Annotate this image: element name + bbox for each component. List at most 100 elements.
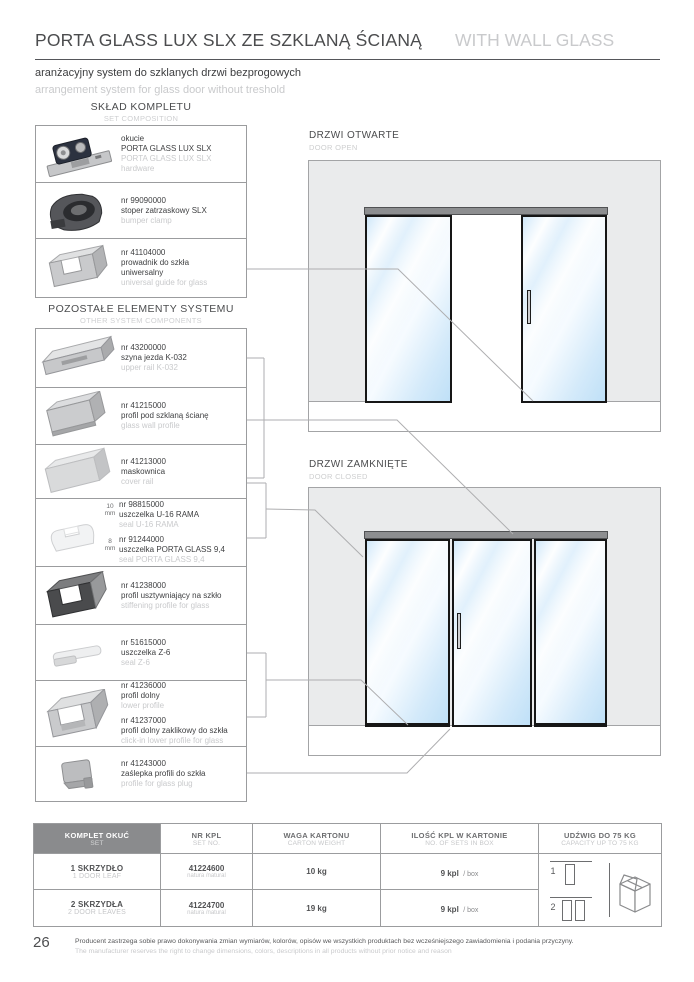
open-diagram-top-rail xyxy=(364,207,608,215)
spec-table: KOMPLET OKUĆ SET NR KPL SET NO. WAGA KAR… xyxy=(33,823,662,927)
other-list-title: POZOSTAŁE ELEMENTY SYSTEMU xyxy=(48,303,234,315)
header-set: KOMPLET OKUĆ SET xyxy=(33,823,161,854)
component-row-hardware: okucie PORTA GLASS LUX SLX PORTA GLASS L… xyxy=(36,126,246,183)
capacity-divider xyxy=(608,863,610,917)
closed-diagram-title-en: DOOR CLOSED xyxy=(309,472,368,481)
closed-sliding-door xyxy=(452,539,532,727)
closed-fixed-glass-right xyxy=(534,539,607,727)
open-fixed-glass-left xyxy=(365,215,452,403)
component-name: okucie PORTA GLASS LUX SLX xyxy=(121,134,212,153)
header-sets-in-box: ILOŚĆ KPL W KARTONIE NO. OF SETS IN BOX xyxy=(380,823,539,854)
set-name-en: 1 DOOR LEAF xyxy=(72,872,122,880)
glass-plug-photo xyxy=(36,747,121,801)
footer-note-pl: Producent zastrzega sobie prawo dokonywa… xyxy=(75,938,574,945)
component-name: nr 98815000 uszczelka U-16 RAMA xyxy=(119,500,200,519)
wall-profile-photo xyxy=(36,388,121,444)
closed-diagram-title: DRZWI ZAMKNIĘTE xyxy=(309,459,408,470)
closed-diagram-floor xyxy=(309,725,660,755)
component-name-en: bumper clamp xyxy=(121,215,172,225)
component-row-stopper: nr 99090000 stoper zatrzaskowy SLX bumpe… xyxy=(36,183,246,239)
component-row-cover-rail: nr 41213000 maskownica cover rail xyxy=(36,445,246,499)
component-row-seal-z6: nr 51615000 uszczelka Z-6 seal Z-6 xyxy=(36,625,246,681)
component-name: nr 43200000 szyna jezda K-032 xyxy=(121,343,187,362)
one-leaf-icon: 1 xyxy=(548,857,602,887)
component-name-en: seal Z-6 xyxy=(121,657,150,667)
set-number: 41224600 xyxy=(188,864,225,873)
leaf-count: 1 xyxy=(550,866,556,876)
component-name: nr 41237000 profil dolny zaklikowy do sz… xyxy=(121,716,228,735)
subtitle-pl: aranżacyjny system do szklanych drzwi be… xyxy=(35,67,301,79)
component-name: nr 41215000 profil pod szklaną ścianę xyxy=(121,401,209,420)
carton-icon xyxy=(618,874,651,913)
header-carton-weight: WAGA KARTONU CARTON WEIGHT xyxy=(252,823,381,854)
component-row-glass-plug: nr 41243000 zaślepka profili do szkła pr… xyxy=(36,747,246,801)
footer-note-en: The manufacturer reserves the right to c… xyxy=(75,948,452,955)
seal-thickness-label: 10 mm xyxy=(104,503,116,517)
carton-weight: 19 kg xyxy=(306,903,327,913)
component-name: nr 41104000 prowadnik do szkła uniwersal… xyxy=(121,248,190,277)
component-name: nr 51615000 uszczelka Z-6 xyxy=(121,637,171,657)
component-row-lower-profile: nr 41236000 profil dolny lower profile n… xyxy=(36,681,246,747)
open-diagram-floor xyxy=(309,401,660,431)
page-title-english: WITH WALL GLASS xyxy=(455,30,615,50)
component-name-en: cover rail xyxy=(121,476,154,486)
door-handle xyxy=(457,613,461,649)
open-sliding-door xyxy=(521,215,607,403)
leaf-count: 2 xyxy=(550,902,556,912)
glass-guide-photo xyxy=(36,239,121,297)
other-list-title-en: OTHER SYSTEM COMPONENTS xyxy=(80,316,202,325)
set-list-title-en: SET COMPOSITION xyxy=(103,114,179,123)
open-doorway-gap xyxy=(452,215,521,403)
sets-in-box: 9 kpl xyxy=(440,868,459,878)
lower-profile-photo xyxy=(36,681,121,746)
seal-u16-photo xyxy=(36,499,121,566)
component-name-en: stiffening profile for glass xyxy=(121,600,210,610)
upper-rail-photo xyxy=(36,329,121,387)
component-name-en: seal PORTA GLASS 9,4 xyxy=(119,555,205,564)
header-capacity: UDŹWIG DO 75 KG CAPACITY UP TO 75 KG xyxy=(538,823,662,854)
component-name-en: upper rail K-032 xyxy=(121,363,178,372)
component-name: nr 41238000 profil usztywniający na szkł… xyxy=(121,580,222,600)
component-row-upper-rail: nr 43200000 szyna jezda K-032 upper rail… xyxy=(36,329,246,388)
open-diagram-title: DRZWI OTWARTE xyxy=(309,130,400,141)
set-name: 1 SKRZYDŁO xyxy=(70,863,124,873)
component-name-en: PORTA GLASS LUX SLX hardware xyxy=(121,154,212,173)
page-number: 26 xyxy=(33,934,50,951)
closed-fixed-glass-left xyxy=(365,539,450,727)
subtitle-en: arrangement system for glass door withou… xyxy=(35,84,286,96)
sets-in-box-unit: / box xyxy=(463,907,479,914)
component-row-seals: 10 mm nr 98815000 uszczelka U-16 RAMA se… xyxy=(36,499,246,567)
component-name: nr 41213000 maskownica xyxy=(121,456,166,476)
seal-z6-photo xyxy=(36,625,121,680)
component-row-guide: nr 41104000 prowadnik do szkła uniwersal… xyxy=(36,239,246,297)
page-title: PORTA GLASS LUX SLX ZE SZKLANĄ ŚCIANĄ xyxy=(35,30,423,50)
capacity-cell: 1 2 xyxy=(538,853,662,927)
table-row: 1 SKRZYDŁO 1 DOOR LEAF 41224600 natura /… xyxy=(33,853,662,927)
door-handle xyxy=(527,290,531,324)
set-name: 2 SKRZYDŁA xyxy=(70,900,124,909)
header-set-no: NR KPL SET NO. xyxy=(160,823,253,854)
stiffening-profile-photo xyxy=(36,567,121,624)
roller-carriage-photo xyxy=(36,126,121,182)
table-row: 2 SKRZYDŁA 2 DOOR LEAVES 41224700 natura… xyxy=(33,889,662,927)
component-name-en: seal U-16 RAMA xyxy=(119,520,179,529)
set-number: 41224700 xyxy=(188,900,225,910)
table-header-row: KOMPLET OKUĆ SET NR KPL SET NO. WAGA KAR… xyxy=(33,823,662,854)
bumper-clamp-photo xyxy=(36,183,121,238)
seal-thickness-label: 8 mm xyxy=(104,538,116,552)
set-finish: natura /natural xyxy=(187,909,226,916)
cover-rail-photo xyxy=(36,445,121,498)
component-name: nr 41243000 zaślepka profili do szkła xyxy=(121,759,206,778)
component-name-en: lower profile xyxy=(121,701,165,710)
component-name: nr 91244000 uszczelka PORTA GLASS 9,4 xyxy=(119,535,225,554)
sets-in-box-unit: / box xyxy=(463,870,479,878)
set-composition-list: okucie PORTA GLASS LUX SLX PORTA GLASS L… xyxy=(35,125,247,298)
component-name-en: profile for glass plug xyxy=(121,779,193,788)
sets-in-box: 9 kpl xyxy=(440,905,459,914)
set-finish: natura /natural xyxy=(187,873,226,879)
component-name-en: click-in lower profile for glass xyxy=(121,736,224,745)
title-rule xyxy=(35,59,660,60)
set-list-title: SKŁAD KOMPLETU xyxy=(90,101,192,113)
closed-diagram-top-rail xyxy=(364,531,608,539)
